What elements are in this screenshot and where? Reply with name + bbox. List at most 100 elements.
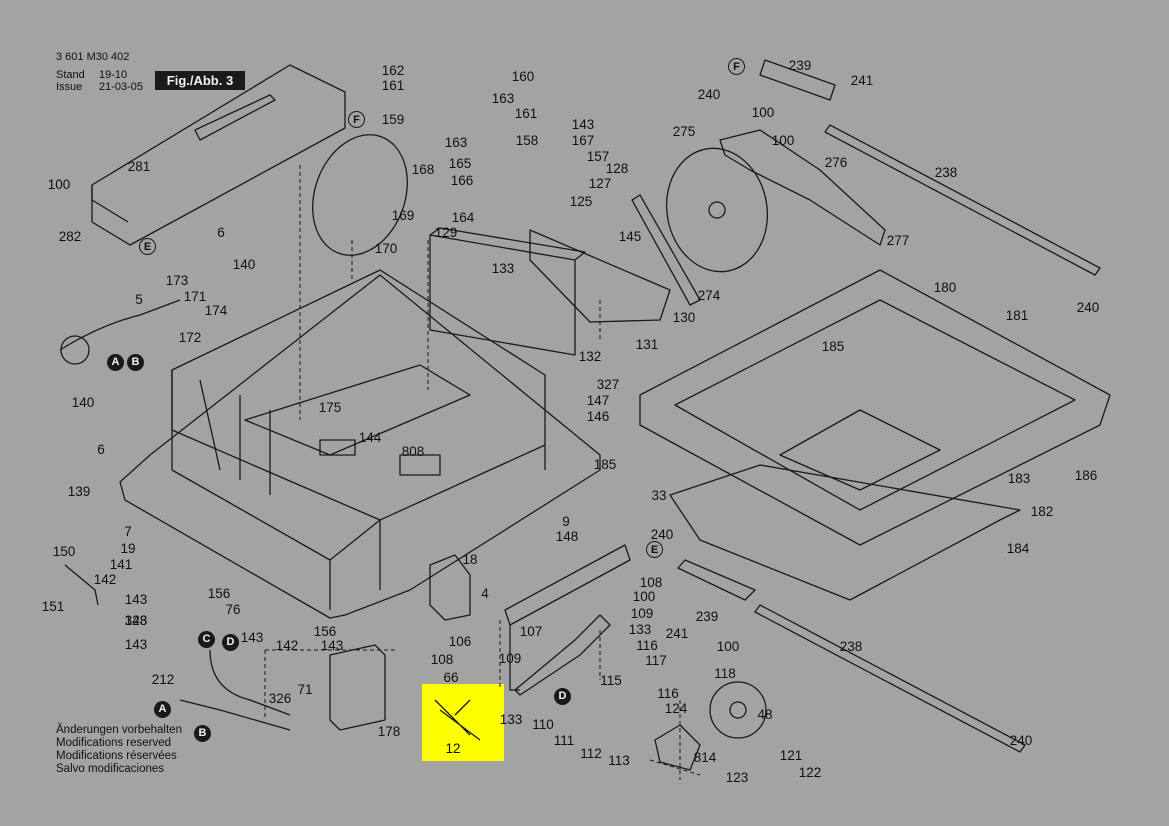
part-callout-241: 241 [850, 73, 874, 88]
part-callout-111: 111 [553, 733, 575, 748]
stand-label: Stand [56, 69, 85, 81]
reference-marker-b: B [194, 725, 211, 742]
modification-notes: Änderungen vorbehalten Modifications res… [56, 724, 182, 776]
part-callout-276: 276 [824, 155, 848, 170]
part-callout-140: 140 [232, 257, 256, 272]
part-callout-109: 109 [630, 606, 654, 621]
part-callout-178: 178 [377, 724, 401, 739]
part-callout-171: 171 [183, 289, 207, 304]
part-callout-6: 6 [217, 225, 225, 240]
part-callout-158: 158 [515, 133, 539, 148]
part-callout-110: 110 [532, 717, 554, 732]
part-callout-240: 240 [1076, 300, 1100, 315]
part-callout-145: 145 [618, 229, 642, 244]
part-callout-109: 109 [498, 651, 522, 666]
reference-marker-f: F [348, 111, 365, 128]
part-callout-132: 132 [578, 349, 602, 364]
part-callout-143: 143 [124, 613, 148, 628]
part-callout-133: 133 [499, 712, 523, 727]
part-callout-240: 240 [697, 87, 721, 102]
part-callout-170: 170 [374, 241, 398, 256]
part-callout-173: 173 [165, 273, 189, 288]
part-callout-814: 814 [693, 750, 717, 765]
part-callout-174: 174 [204, 303, 228, 318]
part-callout-115: 115 [600, 673, 622, 688]
part-callout-116: 116 [636, 638, 658, 653]
part-callout-100: 100 [751, 105, 775, 120]
part-callout-123: 123 [725, 770, 749, 785]
part-callout-7: 7 [124, 524, 132, 539]
part-callout-12: 12 [445, 741, 461, 756]
issue-value: 21-03-05 [99, 81, 144, 93]
part-callout-327: 327 [596, 377, 620, 392]
part-callout-239: 239 [788, 58, 812, 73]
part-callout-274: 274 [697, 288, 721, 303]
part-callout-6: 6 [97, 442, 105, 457]
part-callout-166: 166 [450, 173, 474, 188]
part-callout-144: 144 [358, 430, 382, 445]
part-callout-328: 328 [124, 613, 148, 628]
part-callout-122: 122 [798, 765, 822, 780]
part-callout-808: 808 [401, 444, 425, 459]
part-callout-161: 161 [381, 78, 405, 93]
part-callout-4: 4 [481, 586, 489, 601]
part-callout-100: 100 [771, 133, 795, 148]
part-callout-113: 113 [608, 753, 630, 768]
part-callout-175: 175 [318, 400, 342, 415]
part-callout-129: 129 [434, 225, 458, 240]
part-callout-128: 128 [605, 161, 629, 176]
part-callout-141: 141 [109, 557, 133, 572]
doc-number: 3 601 M30 402 [56, 51, 130, 63]
part-callout-71: 71 [297, 682, 313, 697]
part-callout-183: 183 [1007, 471, 1031, 486]
part-callout-181: 181 [1005, 308, 1029, 323]
part-callout-100: 100 [47, 177, 71, 192]
issue-label: Issue [56, 81, 83, 93]
part-callout-157: 157 [586, 149, 610, 164]
part-callout-130: 130 [672, 310, 696, 325]
part-callout-159: 159 [381, 112, 405, 127]
part-callout-172: 172 [178, 330, 202, 345]
part-callout-117: 117 [645, 653, 667, 668]
part-callout-184: 184 [1006, 541, 1030, 556]
part-callout-100: 100 [716, 639, 740, 654]
part-callout-281: 281 [127, 159, 151, 174]
part-callout-163: 163 [491, 91, 515, 106]
stand-value: 19-10 [99, 69, 128, 81]
part-callout-5: 5 [135, 292, 143, 307]
part-callout-142: 142 [275, 638, 299, 653]
part-callout-143: 143 [320, 638, 344, 653]
part-callout-150: 150 [52, 544, 76, 559]
part-callout-282: 282 [58, 229, 82, 244]
part-callout-127: 127 [588, 176, 612, 191]
part-callout-238: 238 [934, 165, 958, 180]
part-callout-182: 182 [1030, 504, 1054, 519]
part-callout-131: 131 [635, 337, 659, 352]
part-callout-161: 161 [514, 106, 538, 121]
part-callout-168: 168 [411, 162, 435, 177]
part-callout-143: 143 [571, 117, 595, 132]
part-callout-125: 125 [569, 194, 593, 209]
part-callout-139: 139 [67, 484, 91, 499]
part-callout-186: 186 [1074, 468, 1098, 483]
part-callout-66: 66 [443, 670, 459, 685]
reference-marker-e: E [646, 541, 663, 558]
note-es: Salvo modificaciones [56, 763, 165, 775]
part-callout-142: 142 [93, 572, 117, 587]
reference-marker-c: C [198, 631, 215, 648]
part-callout-143: 143 [240, 630, 264, 645]
part-callout-156: 156 [313, 624, 337, 639]
part-callout-212: 212 [151, 672, 175, 687]
note-fr: Modifications réservées [56, 750, 177, 762]
part-callout-108: 108 [430, 652, 454, 667]
part-callout-100: 100 [632, 589, 656, 604]
note-de: Änderungen vorbehalten [56, 724, 182, 736]
part-callout-108: 108 [639, 575, 663, 590]
part-callout-156: 156 [207, 586, 231, 601]
part-callout-240: 240 [1009, 733, 1033, 748]
part-callout-121: 121 [779, 748, 803, 763]
part-callout-277: 277 [886, 233, 910, 248]
part-callout-133: 133 [491, 261, 515, 276]
